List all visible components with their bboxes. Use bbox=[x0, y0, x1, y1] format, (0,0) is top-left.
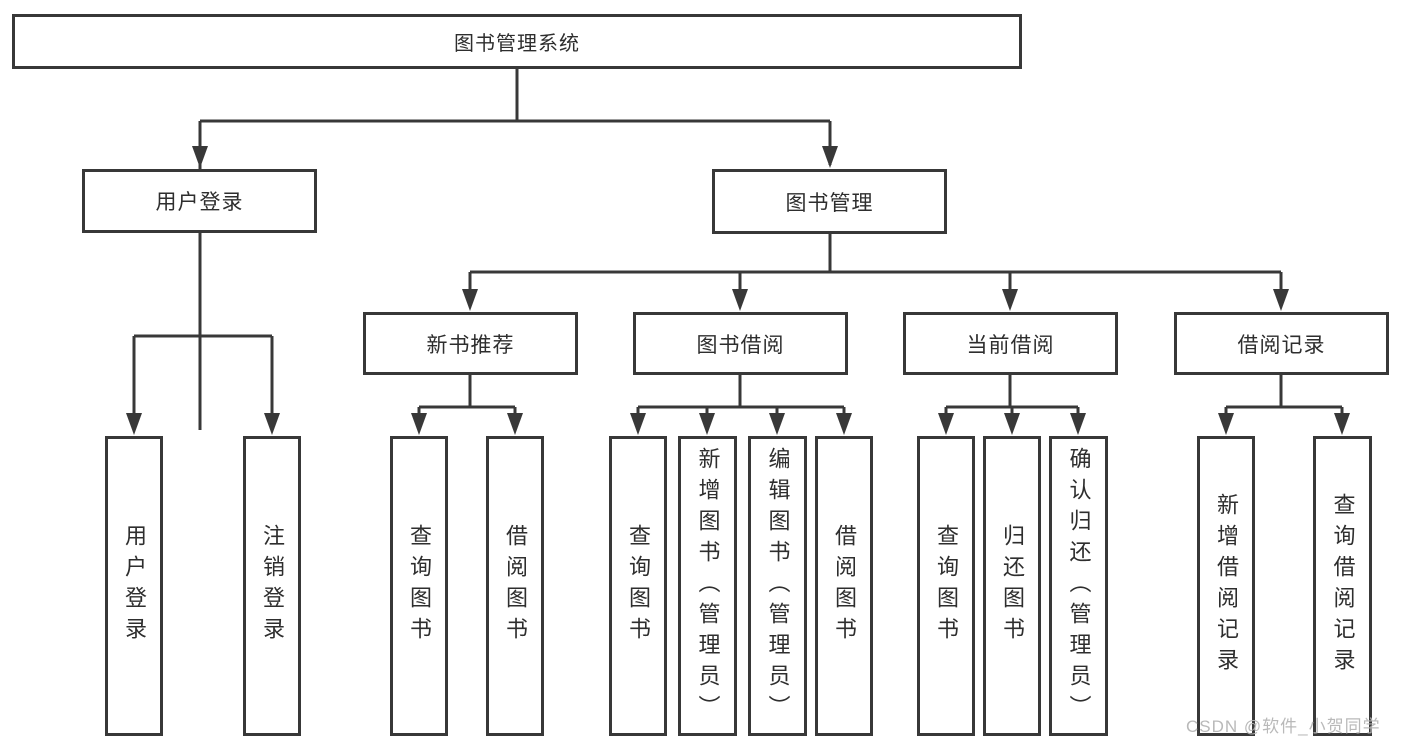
leaf-label: 新增借阅记录 bbox=[1214, 493, 1239, 679]
arrowhead bbox=[462, 289, 478, 311]
arrowhead bbox=[1273, 289, 1289, 311]
csdn-watermark: CSDN @软件_小贺同学 bbox=[1186, 717, 1381, 736]
node-leaf-borrow-book-1: 借阅图书 bbox=[486, 436, 544, 736]
node-leaf-logout: 注销登录 bbox=[243, 436, 301, 736]
node-leaf-confirm-return: 确认归还（管理员） bbox=[1049, 436, 1108, 736]
node-root: 图书管理系统 bbox=[12, 14, 1022, 69]
node-book-mgmt-label: 图书管理 bbox=[785, 191, 874, 215]
arrowhead bbox=[1218, 413, 1234, 435]
connector-bookborrow-leaves bbox=[636, 375, 846, 430]
arrowhead bbox=[126, 413, 142, 435]
node-current-borrow: 当前借阅 bbox=[903, 312, 1118, 375]
arrowhead bbox=[507, 413, 523, 435]
leaf-label: 确认归还（管理员） bbox=[1066, 446, 1092, 726]
leaf-label: 查询图书 bbox=[626, 524, 651, 648]
arrowhead bbox=[264, 413, 280, 435]
arrowhead bbox=[1070, 413, 1086, 435]
node-user-login: 用户登录 bbox=[82, 169, 317, 233]
leaf-label: 新增图书（管理员） bbox=[695, 446, 721, 726]
node-leaf-edit-book: 编辑图书（管理员） bbox=[748, 436, 807, 736]
node-user-login-label: 用户登录 bbox=[155, 191, 244, 214]
connector-borrowrecords-leaves bbox=[1224, 375, 1344, 430]
node-current-borrow-label: 当前借阅 bbox=[966, 333, 1055, 357]
arrowhead bbox=[822, 146, 838, 168]
arrowhead bbox=[769, 413, 785, 435]
arrowhead bbox=[630, 413, 646, 435]
node-leaf-add-record: 新增借阅记录 bbox=[1197, 436, 1255, 736]
arrowhead bbox=[1002, 289, 1018, 311]
leaf-label: 查询图书 bbox=[407, 524, 432, 648]
connector-newbookrec-leaves bbox=[417, 375, 517, 430]
node-leaf-query-book-1: 查询图书 bbox=[390, 436, 448, 736]
leaf-label: 用户登录 bbox=[122, 524, 147, 648]
leaf-label: 归还图书 bbox=[1000, 524, 1025, 648]
leaf-label: 查询借阅记录 bbox=[1330, 493, 1356, 679]
arrowhead bbox=[836, 413, 852, 435]
node-new-book-rec-label: 新书推荐 bbox=[426, 333, 515, 357]
node-leaf-add-book: 新增图书（管理员） bbox=[678, 436, 737, 736]
node-book-borrow-label: 图书借阅 bbox=[696, 333, 785, 357]
leaf-label: 查询图书 bbox=[934, 524, 959, 648]
node-book-borrow: 图书借阅 bbox=[633, 312, 848, 375]
leaf-label: 借阅图书 bbox=[503, 524, 528, 648]
arrowhead bbox=[699, 413, 715, 435]
node-leaf-query-record: 查询借阅记录 bbox=[1313, 436, 1372, 736]
node-leaf-return-book: 归还图书 bbox=[983, 436, 1041, 736]
arrowhead bbox=[1004, 413, 1020, 435]
node-borrow-records: 借阅记录 bbox=[1174, 312, 1389, 375]
arrowhead bbox=[1334, 413, 1350, 435]
arrowhead bbox=[938, 413, 954, 435]
node-leaf-user-login: 用户登录 bbox=[105, 436, 163, 736]
node-new-book-rec: 新书推荐 bbox=[363, 312, 578, 375]
node-borrow-records-label: 借阅记录 bbox=[1237, 333, 1326, 357]
leaf-label: 借阅图书 bbox=[832, 524, 857, 648]
arrowhead bbox=[732, 289, 748, 311]
node-book-mgmt: 图书管理 bbox=[712, 169, 947, 234]
node-leaf-query-book-3: 查询图书 bbox=[917, 436, 975, 736]
node-root-label: 图书管理系统 bbox=[454, 33, 580, 55]
leaf-label: 编辑图书（管理员） bbox=[765, 446, 791, 726]
arrowhead bbox=[411, 413, 427, 435]
arrowhead bbox=[192, 146, 208, 168]
connector-userlogin-leaves bbox=[132, 233, 274, 430]
connector-currentborrow-leaves bbox=[944, 375, 1080, 430]
connector-bookmgmt-level3 bbox=[468, 234, 1283, 307]
node-leaf-query-book-2: 查询图书 bbox=[609, 436, 667, 736]
leaf-label: 注销登录 bbox=[260, 524, 285, 648]
node-leaf-borrow-book-2: 借阅图书 bbox=[815, 436, 873, 736]
connector-root-level2 bbox=[198, 68, 832, 430]
